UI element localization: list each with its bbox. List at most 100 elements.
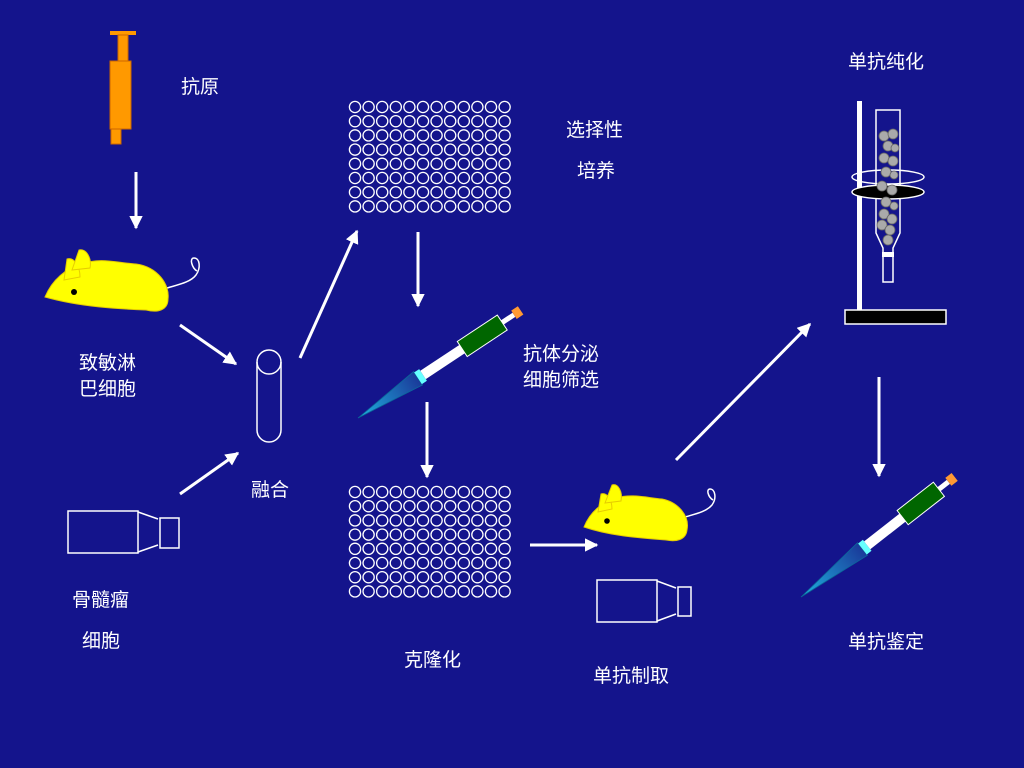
plate-well bbox=[389, 514, 403, 527]
plate-well bbox=[389, 143, 403, 156]
plate-well bbox=[430, 157, 443, 171]
plate-well bbox=[375, 200, 389, 213]
plate-well bbox=[389, 171, 403, 185]
label-antigen: 抗原 bbox=[181, 76, 220, 98]
plate-well bbox=[348, 143, 362, 156]
plate-well bbox=[457, 100, 471, 114]
plate-well bbox=[375, 514, 389, 527]
well-plate-icon bbox=[348, 100, 511, 213]
plate-well bbox=[471, 528, 484, 541]
plate-well bbox=[484, 514, 498, 527]
plate-well bbox=[362, 157, 375, 171]
plate-well bbox=[484, 585, 498, 598]
plate-well bbox=[443, 542, 457, 556]
label-selective-line1: 选择性 bbox=[566, 119, 624, 141]
label-mab-purification: 单抗纯化 bbox=[848, 51, 925, 73]
label-screening-line2: 细胞筛选 bbox=[523, 369, 600, 391]
plate-well bbox=[362, 499, 375, 513]
plate-well bbox=[348, 485, 362, 499]
plate-well bbox=[416, 129, 430, 142]
plate-well bbox=[443, 114, 457, 128]
plate-well bbox=[362, 114, 375, 128]
plate-well bbox=[443, 485, 457, 499]
plate-well bbox=[389, 200, 403, 213]
plate-well bbox=[457, 185, 471, 199]
plate-well bbox=[498, 143, 511, 156]
label-selective-line2: 培养 bbox=[577, 160, 616, 182]
mouse-icon bbox=[44, 249, 200, 312]
plate-well bbox=[498, 514, 511, 527]
plate-well bbox=[375, 528, 389, 541]
label-screening-line1: 抗体分泌 bbox=[523, 343, 600, 365]
plate-well bbox=[471, 485, 484, 499]
plate-well bbox=[498, 129, 511, 142]
plate-well bbox=[498, 185, 511, 199]
plate-well bbox=[471, 200, 484, 213]
plate-well bbox=[348, 542, 362, 556]
plate-well bbox=[484, 556, 498, 570]
plate-well bbox=[348, 157, 362, 171]
plate-well bbox=[471, 514, 484, 527]
plate-well bbox=[443, 499, 457, 513]
plate-well bbox=[389, 556, 403, 570]
plate-well bbox=[484, 542, 498, 556]
plate-well bbox=[430, 171, 443, 185]
plate-well bbox=[403, 514, 416, 527]
plate-well bbox=[430, 514, 443, 527]
plate-well bbox=[471, 185, 484, 199]
plate-well bbox=[348, 129, 362, 142]
plate-well bbox=[498, 171, 511, 185]
plate-well bbox=[389, 157, 403, 171]
plate-well bbox=[484, 100, 498, 114]
plate-well bbox=[389, 100, 403, 114]
plate-well bbox=[471, 556, 484, 570]
plate-well bbox=[484, 528, 498, 541]
plate-well bbox=[362, 585, 375, 598]
plate-well bbox=[348, 100, 362, 114]
plate-well bbox=[403, 171, 416, 185]
plate-well bbox=[416, 585, 430, 598]
plate-well bbox=[403, 143, 416, 156]
plate-well bbox=[389, 585, 403, 598]
arrow-lymph-to-fusion bbox=[179, 323, 238, 366]
plate-well bbox=[430, 114, 443, 128]
plate-well bbox=[430, 542, 443, 556]
plate-well bbox=[403, 114, 416, 128]
plate-well bbox=[457, 542, 471, 556]
plate-well bbox=[403, 100, 416, 114]
plate-well bbox=[471, 542, 484, 556]
plate-well bbox=[375, 171, 389, 185]
plate-well bbox=[348, 570, 362, 584]
plate-well bbox=[375, 185, 389, 199]
plate-well bbox=[430, 556, 443, 570]
plate-well bbox=[389, 528, 403, 541]
plate-well bbox=[484, 143, 498, 156]
plate-well bbox=[484, 129, 498, 142]
plate-well bbox=[416, 100, 430, 114]
plate-well bbox=[443, 157, 457, 171]
plate-well bbox=[430, 499, 443, 513]
plate-well bbox=[430, 143, 443, 156]
plate-well bbox=[389, 185, 403, 199]
plate-well bbox=[457, 585, 471, 598]
label-myeloma-line2: 细胞 bbox=[82, 630, 121, 652]
plate-well bbox=[389, 114, 403, 128]
plate-well bbox=[443, 528, 457, 541]
plate-well bbox=[389, 485, 403, 499]
culture-bottle-icon bbox=[67, 510, 180, 554]
plate-well bbox=[430, 100, 443, 114]
plate-well bbox=[403, 556, 416, 570]
plate-well bbox=[416, 185, 430, 199]
plate-well bbox=[362, 570, 375, 584]
plate-well bbox=[498, 157, 511, 171]
plate-well bbox=[471, 585, 484, 598]
plate-well bbox=[443, 100, 457, 114]
plate-well bbox=[362, 171, 375, 185]
plate-well bbox=[362, 485, 375, 499]
plate-well bbox=[362, 143, 375, 156]
plate-well bbox=[403, 528, 416, 541]
plate-well bbox=[362, 514, 375, 527]
plate-well bbox=[403, 157, 416, 171]
plate-well bbox=[348, 499, 362, 513]
